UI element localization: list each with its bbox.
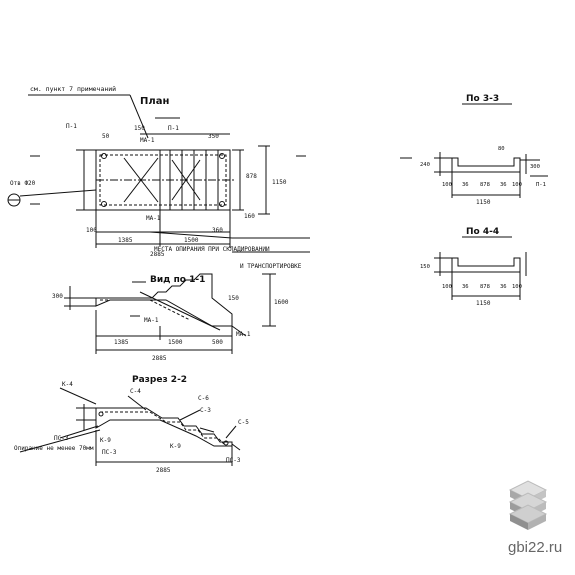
plan-texts: План см. пункт 7 примечаний 150 П-1 350 …: [10, 85, 302, 270]
plan-dim-50: 50: [102, 133, 110, 140]
plan-dim-878: 878: [246, 173, 257, 180]
view-dim-500: 500: [212, 339, 223, 346]
plan-dim-150: 150: [134, 125, 145, 132]
view-11-title: Вид по 1-1: [150, 275, 205, 285]
note-places-1: МЕСТА ОПИРАНИЯ ПРИ СКЛАДИРОВАНИИ: [154, 246, 270, 253]
s44-dim-36b: 36: [500, 284, 507, 290]
s33-dim-1150: 1150: [476, 199, 491, 206]
cut-ps3-left: ПС-3: [54, 435, 69, 442]
s44-dim-1150: 1150: [476, 300, 491, 307]
plan-dim-100: 100: [86, 227, 97, 234]
s44-dim-100a: 100: [442, 284, 452, 290]
view-dim-1385: 1385: [114, 339, 129, 346]
cut-k4: К-4: [62, 381, 73, 388]
s44-dim-36a: 36: [462, 284, 469, 290]
cut-dim-2885: 2885: [156, 467, 171, 474]
plan-ma1-bottom: МА-1: [146, 215, 161, 222]
cut-s4: С-4: [130, 388, 141, 395]
section-texts: По 3-3 240 100 36 878 36 100 1150 300 80…: [420, 94, 546, 307]
view-dim-150: 150: [228, 295, 239, 302]
s33-dim-240: 240: [420, 162, 430, 168]
cut-2-2: [19, 387, 241, 466]
view-dim-300: 300: [52, 293, 63, 300]
note-otv: Отв Ф20: [10, 180, 36, 187]
s33-dim-300: 300: [530, 164, 540, 170]
s33-dim-100a: 100: [442, 182, 452, 188]
plan-title: План: [140, 96, 169, 107]
cut-k9-left: К-9: [100, 437, 111, 444]
cut-s3: С-3: [200, 407, 211, 414]
s44-dim-878: 878: [480, 284, 490, 290]
cut-ps3-right: ПС-3: [226, 457, 241, 464]
plan-dim-160: 160: [244, 213, 255, 220]
cut-22-title: Разрез 2-2: [132, 375, 187, 385]
s44-dim-100b: 100: [512, 284, 522, 290]
cut-s5: С-5: [238, 419, 249, 426]
s33-dim-878: 878: [480, 182, 490, 188]
cut-k9-right: К-9: [170, 443, 181, 450]
plan-dim-350: 350: [208, 133, 219, 140]
plan-ma1-top: МА-1: [140, 137, 155, 144]
s33-dim-80: 80: [498, 146, 505, 152]
plan-p1-left: П-1: [66, 123, 77, 130]
section-33-title: По 3-3: [466, 94, 499, 104]
plan-p1: П-1: [168, 125, 179, 132]
note-see-point: см. пункт 7 примечаний: [30, 85, 116, 93]
view-dim-2885: 2885: [152, 355, 167, 362]
view-ma1-left: МА-1: [144, 317, 159, 324]
section-3-3: [400, 103, 548, 198]
s33-dim-100b: 100: [512, 182, 522, 188]
view-ma1-right: МА-1: [236, 331, 251, 338]
note-support: Опирание не менее 70мм: [14, 445, 94, 452]
plan-dim-1150: 1150: [272, 179, 287, 186]
view-dim-1500: 1500: [168, 339, 183, 346]
view-1-1: [64, 273, 276, 354]
cut-s6: С-6: [198, 395, 209, 402]
plan-dim-2885: 2885: [150, 251, 165, 258]
s33-dim-36a: 36: [462, 182, 469, 188]
view-texts: Вид по 1-1 МА-1 МА-1 1385 1500 500 2885 …: [52, 275, 289, 362]
cut-texts: Разрез 2-2 К-4 С-4 С-6 С-3 С-5 К-9 К-9 П…: [14, 375, 249, 474]
s44-dim-150: 150: [420, 264, 430, 270]
plan-view: [7, 94, 310, 253]
s33-dim-36b: 36: [500, 182, 507, 188]
note-places-2: И ТРАНСПОРТИРОВКЕ: [240, 263, 302, 270]
plan-dim-360: 360: [212, 227, 223, 234]
view-dim-1600: 1600: [274, 299, 289, 306]
cut-ps3-mid: ПС-3: [102, 449, 117, 456]
plan-dim-1385: 1385: [118, 237, 133, 244]
logo-icon: [508, 480, 548, 530]
section-4-4: [434, 236, 527, 300]
s33-p1: П-1: [536, 182, 546, 188]
plan-dim-1500: 1500: [184, 237, 199, 244]
watermark-text: gbi22.ru: [508, 539, 562, 556]
section-44-title: По 4-4: [466, 227, 499, 237]
